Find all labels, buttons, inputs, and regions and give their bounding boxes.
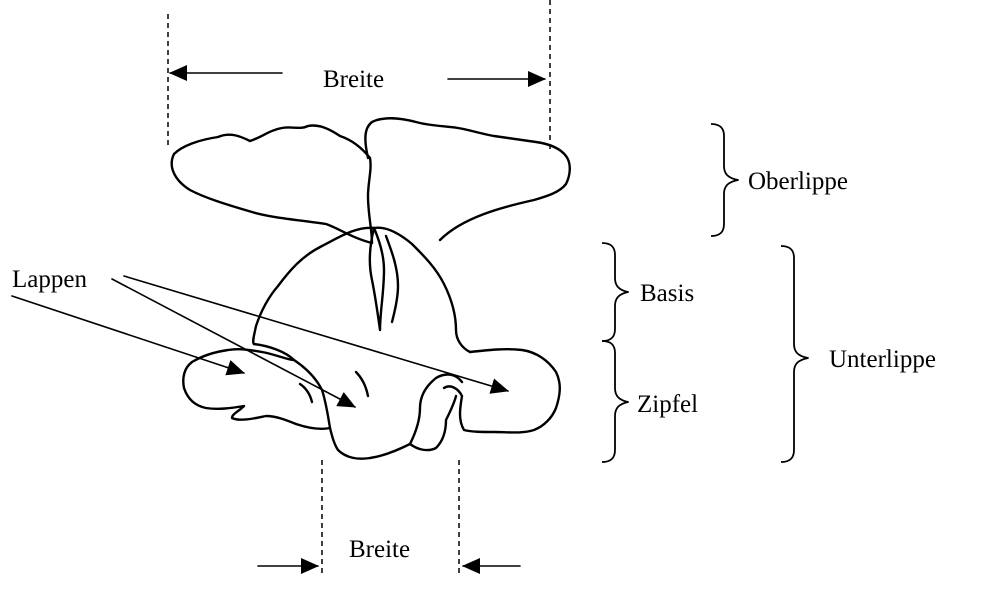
upper-lip-brace: [711, 124, 738, 236]
base-brace-group: Basis: [602, 243, 694, 341]
top-width-label: Breite: [323, 66, 384, 93]
lower-lip-lobes-shape: [183, 344, 560, 459]
upper-lip-right-lobe: [365, 118, 569, 240]
base-outline-left: [253, 228, 374, 344]
lower-lip-brace: [781, 246, 808, 462]
lobes-arrow-left: [12, 296, 244, 373]
bottom-width-label: Breite: [349, 536, 410, 563]
lobes-arrow-right: [124, 276, 508, 391]
upper-lip-shape: [172, 118, 570, 243]
lower-lip-brace-group: Unterlippe: [781, 246, 936, 462]
bottom-width-measurement: Breite: [258, 460, 520, 575]
lobes-callout: Lappen: [12, 266, 508, 407]
base-label: Basis: [640, 280, 694, 307]
lower-lip-base-shape: [253, 228, 470, 352]
left-lobe-outline: [183, 344, 456, 459]
upper-lip-brace-group: Oberlippe: [711, 124, 848, 236]
lobes-arrow-middle: [112, 279, 355, 407]
top-width-measurement: Breite: [168, 0, 550, 150]
upper-lip-left-lobe: [172, 125, 372, 243]
lower-lip-label: Unterlippe: [829, 346, 936, 373]
lobe-tip-brace-group: Zipfel: [602, 341, 698, 462]
lobes-label: Lappen: [12, 266, 87, 293]
lobe-tip-label: Zipfel: [637, 391, 698, 418]
base-center-fold: [370, 228, 398, 330]
lobe-inner-folds: [294, 360, 462, 444]
lobe-tip-brace: [602, 341, 628, 462]
base-outline-right: [374, 228, 470, 352]
right-lobe-outline: [444, 349, 560, 432]
base-brace: [602, 243, 628, 341]
upper-lip-label: Oberlippe: [748, 168, 848, 195]
